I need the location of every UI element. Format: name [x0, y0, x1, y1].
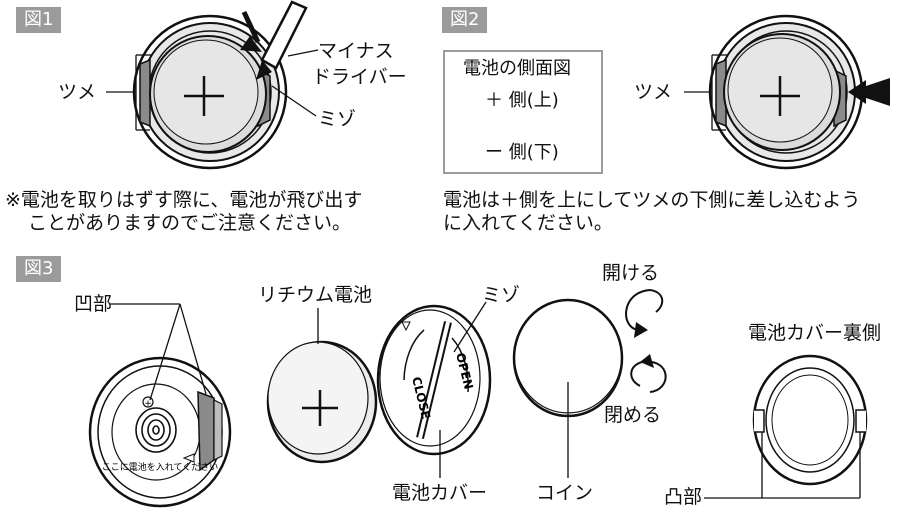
minus-side-label: ー 側(下) [485, 142, 559, 163]
fig3-holder: + ここに電池を入れてください [88, 356, 232, 508]
outoubu-label: 凹部 [74, 293, 113, 315]
fig1-note-line2: ことがありますのでご注意ください。 [28, 212, 352, 234]
coin-label: コイン [536, 482, 594, 504]
open-label: 開ける [602, 262, 660, 284]
fig2-holder [708, 14, 864, 170]
side-view-title: 電池の側面図 [463, 58, 571, 79]
fig1-driver-label: ドライバー [312, 66, 407, 88]
fig1-plus-icon [184, 76, 224, 116]
fig1-tag: 図1 [16, 7, 62, 33]
fig1-tsume-label: ツメ [58, 81, 97, 103]
fig3-plus-icon [302, 390, 338, 426]
cover-back-label: 電池カバー裏側 [748, 322, 882, 344]
cover-label: 電池カバー [392, 482, 488, 504]
screwdriver-icon [240, 0, 308, 80]
spring-icon [135, 407, 177, 453]
side-view-box: 電池の側面図 ＋ 側(上) ー 側(下) [443, 50, 603, 174]
fig3-holder-text: ここに電池を入れてください [102, 461, 218, 473]
push-arrow-icon [848, 78, 890, 106]
svg-text:+: + [144, 399, 152, 409]
fig1-minus-label: マイナス [318, 40, 394, 62]
fig3-cover-back [752, 354, 868, 486]
fig1-note-line1: ※電池を取りはずす際に、電池が飛び出す [5, 189, 363, 211]
totsubu-label: 凸部 [664, 486, 703, 508]
fig2-note-line1: 電池は＋側を上にしてツメの下側に差し込むよう [443, 189, 861, 211]
fig2-tsume-label: ツメ [634, 81, 673, 103]
fig3-cover: CLOSE OPEN [376, 304, 492, 456]
fig3-mizo-label: ミゾ [482, 284, 521, 306]
close-label: 閉める [604, 404, 662, 426]
rotate-arrows-icon [625, 289, 667, 393]
fig2-note-line2: に入れてください。 [443, 212, 613, 234]
fig2-tag: 図2 [442, 7, 488, 33]
fig2-plus-icon [760, 76, 800, 116]
plus-side-label: ＋ 側(上) [485, 90, 559, 111]
fig1-holder [132, 14, 288, 170]
lithium-label: リチウム電池 [258, 284, 373, 306]
fig1-mizo-label: ミゾ [318, 108, 357, 130]
fig3-tag: 図3 [16, 256, 62, 282]
fig3-battery [266, 340, 378, 464]
